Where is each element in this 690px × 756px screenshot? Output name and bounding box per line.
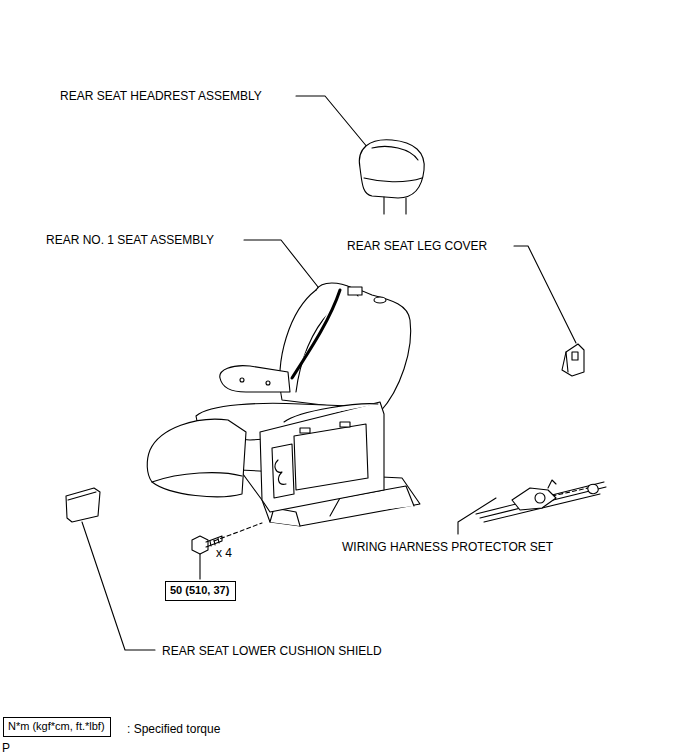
legend-note: : Specified torque (127, 722, 220, 736)
quantity-label: x 4 (216, 546, 232, 560)
torque-unit-box: N*m (kgf*cm, ft.*lbf) (3, 717, 111, 737)
harness-protector-drawing (476, 480, 606, 522)
page-mark: P (2, 741, 10, 755)
headrest-drawing (359, 140, 424, 214)
part-name: REAR SEAT HEADREST ASSEMBLY (60, 89, 262, 103)
part-name: WIRING HARNESS PROTECTOR SET (342, 540, 553, 554)
box-text: 50 (510, 37) (170, 584, 229, 597)
torque-box: 50 (510, 37) (165, 581, 236, 601)
leg-cover-drawing (562, 344, 584, 376)
cushion-shield-drawing (66, 488, 100, 522)
part-name: REAR NO. 1 SEAT ASSEMBLY (46, 233, 214, 247)
rear-seat-drawing (147, 283, 420, 526)
part-name: REAR SEAT LEG COVER (347, 239, 487, 253)
box-text: N*m (kgf*cm, ft.*lbf) (8, 720, 105, 733)
part-name: REAR SEAT LOWER CUSHION SHIELD (162, 644, 382, 658)
leader-lines (82, 96, 588, 650)
